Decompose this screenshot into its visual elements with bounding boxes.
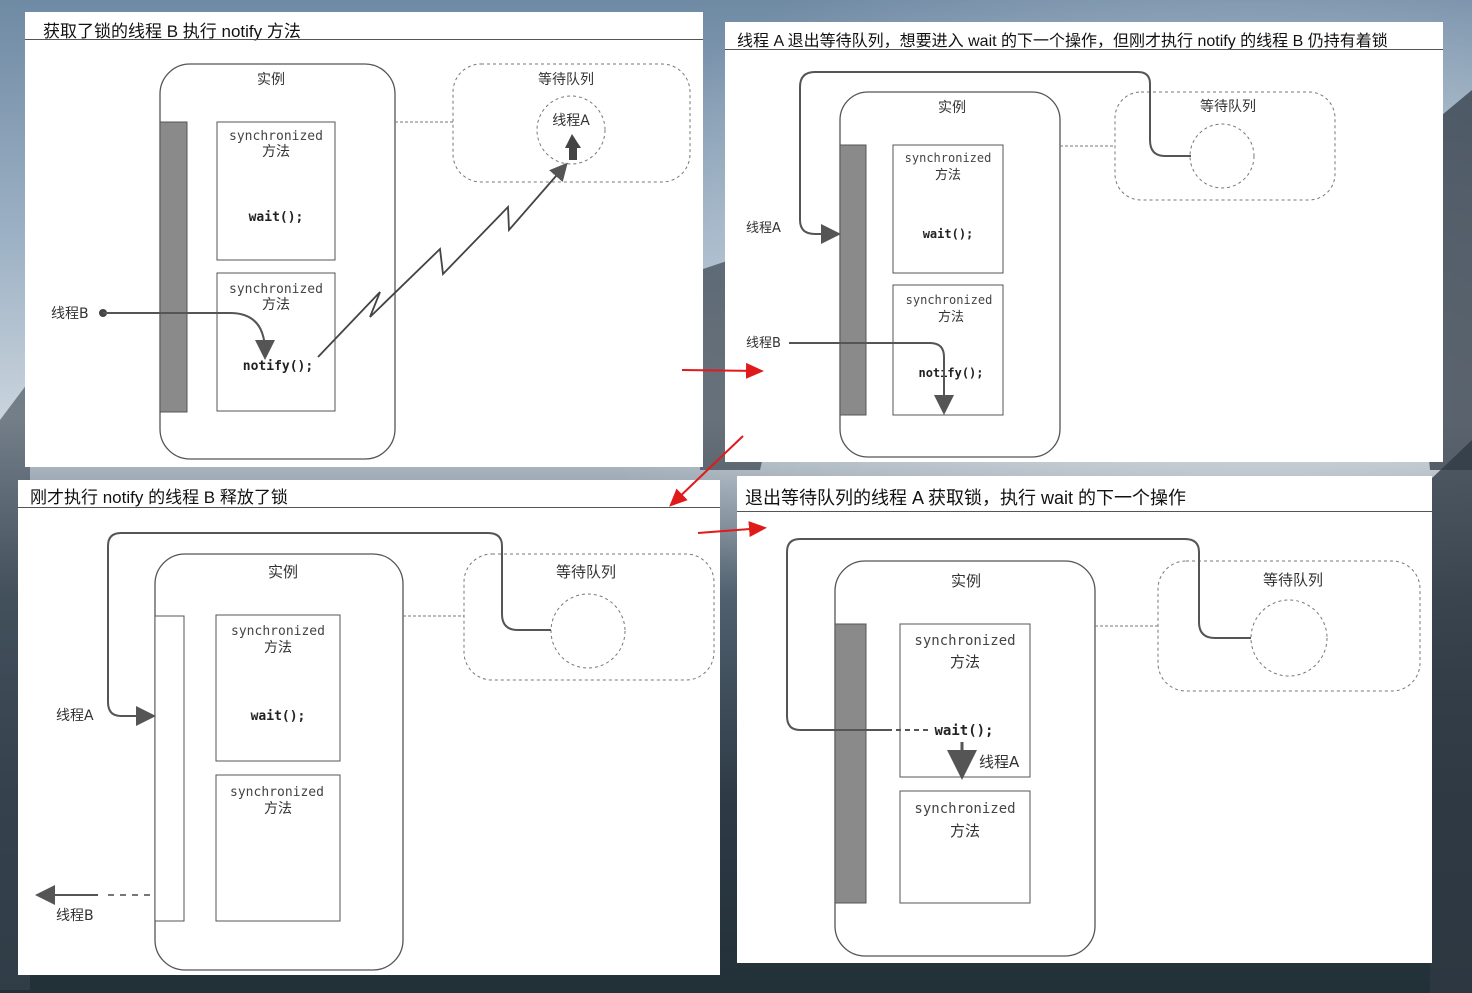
wait-queue-label: 等待队列 bbox=[538, 71, 594, 88]
sync-method-box bbox=[215, 614, 341, 762]
thread-a-label: 线程A bbox=[979, 753, 1020, 771]
lock-bar bbox=[834, 623, 867, 904]
sync-method-box bbox=[216, 272, 336, 412]
sync-label: synchronized bbox=[229, 282, 323, 297]
lock-bar bbox=[159, 121, 188, 413]
diagram-thread-a-acquire: 实例 synchronized 方法 wait(); synchronized … bbox=[786, 538, 1421, 957]
panel-notify: 获取了锁的线程 B 执行 notify 方法 实例 synchronized 方… bbox=[25, 12, 703, 467]
queue-slot bbox=[536, 95, 606, 165]
queue-slot bbox=[1250, 599, 1328, 677]
notify-signal bbox=[317, 162, 568, 358]
wait-queue-label: 等待队列 bbox=[1200, 98, 1256, 115]
method-label: 方法 bbox=[262, 144, 290, 160]
thread-a-path bbox=[786, 538, 1251, 731]
instance-label: 实例 bbox=[257, 72, 285, 88]
title-divider bbox=[18, 507, 720, 508]
sync-method-box bbox=[892, 144, 1004, 274]
thread-a-label: 线程A bbox=[56, 708, 94, 724]
lock-bar bbox=[839, 144, 867, 416]
instance-box bbox=[159, 63, 396, 460]
wait-queue-box bbox=[1114, 91, 1336, 201]
notify-call: notify(); bbox=[243, 359, 313, 374]
panel-thread-a-exit: 线程 A 退出等待队列，想要进入 wait 的下一个操作，但刚才执行 notif… bbox=[725, 22, 1443, 462]
queue-slot bbox=[1189, 123, 1255, 189]
wait-queue-box bbox=[463, 553, 715, 681]
method-label: 方法 bbox=[264, 801, 292, 817]
wait-call: wait(); bbox=[249, 210, 304, 225]
method-label: 方法 bbox=[935, 167, 961, 183]
sync-label: synchronized bbox=[914, 801, 1015, 817]
wait-call: wait(); bbox=[251, 709, 306, 724]
sync-method-box bbox=[215, 774, 341, 922]
method-label: 方法 bbox=[950, 822, 980, 840]
panel-thread-a-acquire: 退出等待队列的线程 A 获取锁，执行 wait 的下一个操作 实例 synchr… bbox=[737, 476, 1432, 963]
panel-title: 线程 A 退出等待队列，想要进入 wait 的下一个操作，但刚才执行 notif… bbox=[737, 33, 1388, 50]
method-label: 方法 bbox=[262, 297, 290, 313]
title-divider bbox=[725, 49, 1443, 50]
wait-queue-box bbox=[452, 63, 691, 183]
sync-label: synchronized bbox=[914, 633, 1015, 649]
panel-title: 获取了锁的线程 B 执行 notify 方法 bbox=[43, 22, 301, 41]
panel-title: 刚才执行 notify 的线程 B 释放了锁 bbox=[30, 488, 288, 507]
instance-label: 实例 bbox=[938, 100, 966, 116]
thread-b-path bbox=[789, 342, 954, 415]
lock-bar-empty bbox=[154, 615, 185, 922]
thread-a-label: 线程A bbox=[746, 221, 781, 236]
sync-method-box bbox=[216, 121, 336, 261]
sync-label: synchronized bbox=[906, 293, 993, 307]
panel-thread-b-release: 刚才执行 notify 的线程 B 释放了锁 实例 synchronized 方… bbox=[18, 480, 720, 975]
wait-call: wait(); bbox=[923, 227, 974, 241]
thread-b-label: 线程B bbox=[56, 908, 94, 924]
title-divider bbox=[737, 511, 1432, 512]
wait-queue-label: 等待队列 bbox=[556, 563, 616, 581]
instance-box bbox=[839, 91, 1061, 458]
notify-call: notify(); bbox=[918, 366, 983, 380]
sync-method-box bbox=[899, 790, 1031, 904]
instance-box bbox=[834, 560, 1096, 957]
wait-queue-label: 等待队列 bbox=[1263, 571, 1323, 589]
sync-label: synchronized bbox=[230, 785, 324, 800]
diagram-thread-a-exit: 实例 synchronized 方法 wait(); synchronized … bbox=[746, 71, 1336, 458]
instance-label: 实例 bbox=[268, 563, 298, 581]
thread-a-arrow-icon bbox=[565, 134, 581, 160]
method-label: 方法 bbox=[938, 309, 964, 325]
thread-a-path bbox=[107, 532, 551, 726]
method-label: 方法 bbox=[950, 653, 980, 671]
sync-label: synchronized bbox=[905, 151, 992, 165]
sync-label: synchronized bbox=[229, 129, 323, 144]
diagram-notify: 实例 synchronized 方法 wait(); synchronized … bbox=[51, 63, 691, 460]
title-divider bbox=[25, 39, 703, 40]
thread-a-path bbox=[799, 71, 1191, 244]
instance-box bbox=[154, 553, 404, 971]
diagram-thread-b-release: 实例 synchronized 方法 wait(); synchronized … bbox=[35, 532, 715, 971]
instance-label: 实例 bbox=[951, 572, 981, 590]
thread-b-path bbox=[103, 312, 275, 360]
method-label: 方法 bbox=[264, 640, 292, 656]
queue-slot bbox=[550, 593, 626, 669]
queue-thread-a: 线程A bbox=[552, 113, 590, 129]
sync-method-box bbox=[892, 284, 1004, 416]
thread-b-label: 线程B bbox=[51, 306, 89, 322]
wait-call: wait(); bbox=[934, 723, 993, 739]
panel-title: 退出等待队列的线程 A 获取锁，执行 wait 的下一个操作 bbox=[745, 488, 1187, 508]
thread-b-label: 线程B bbox=[746, 336, 781, 351]
sync-label: synchronized bbox=[231, 624, 325, 639]
